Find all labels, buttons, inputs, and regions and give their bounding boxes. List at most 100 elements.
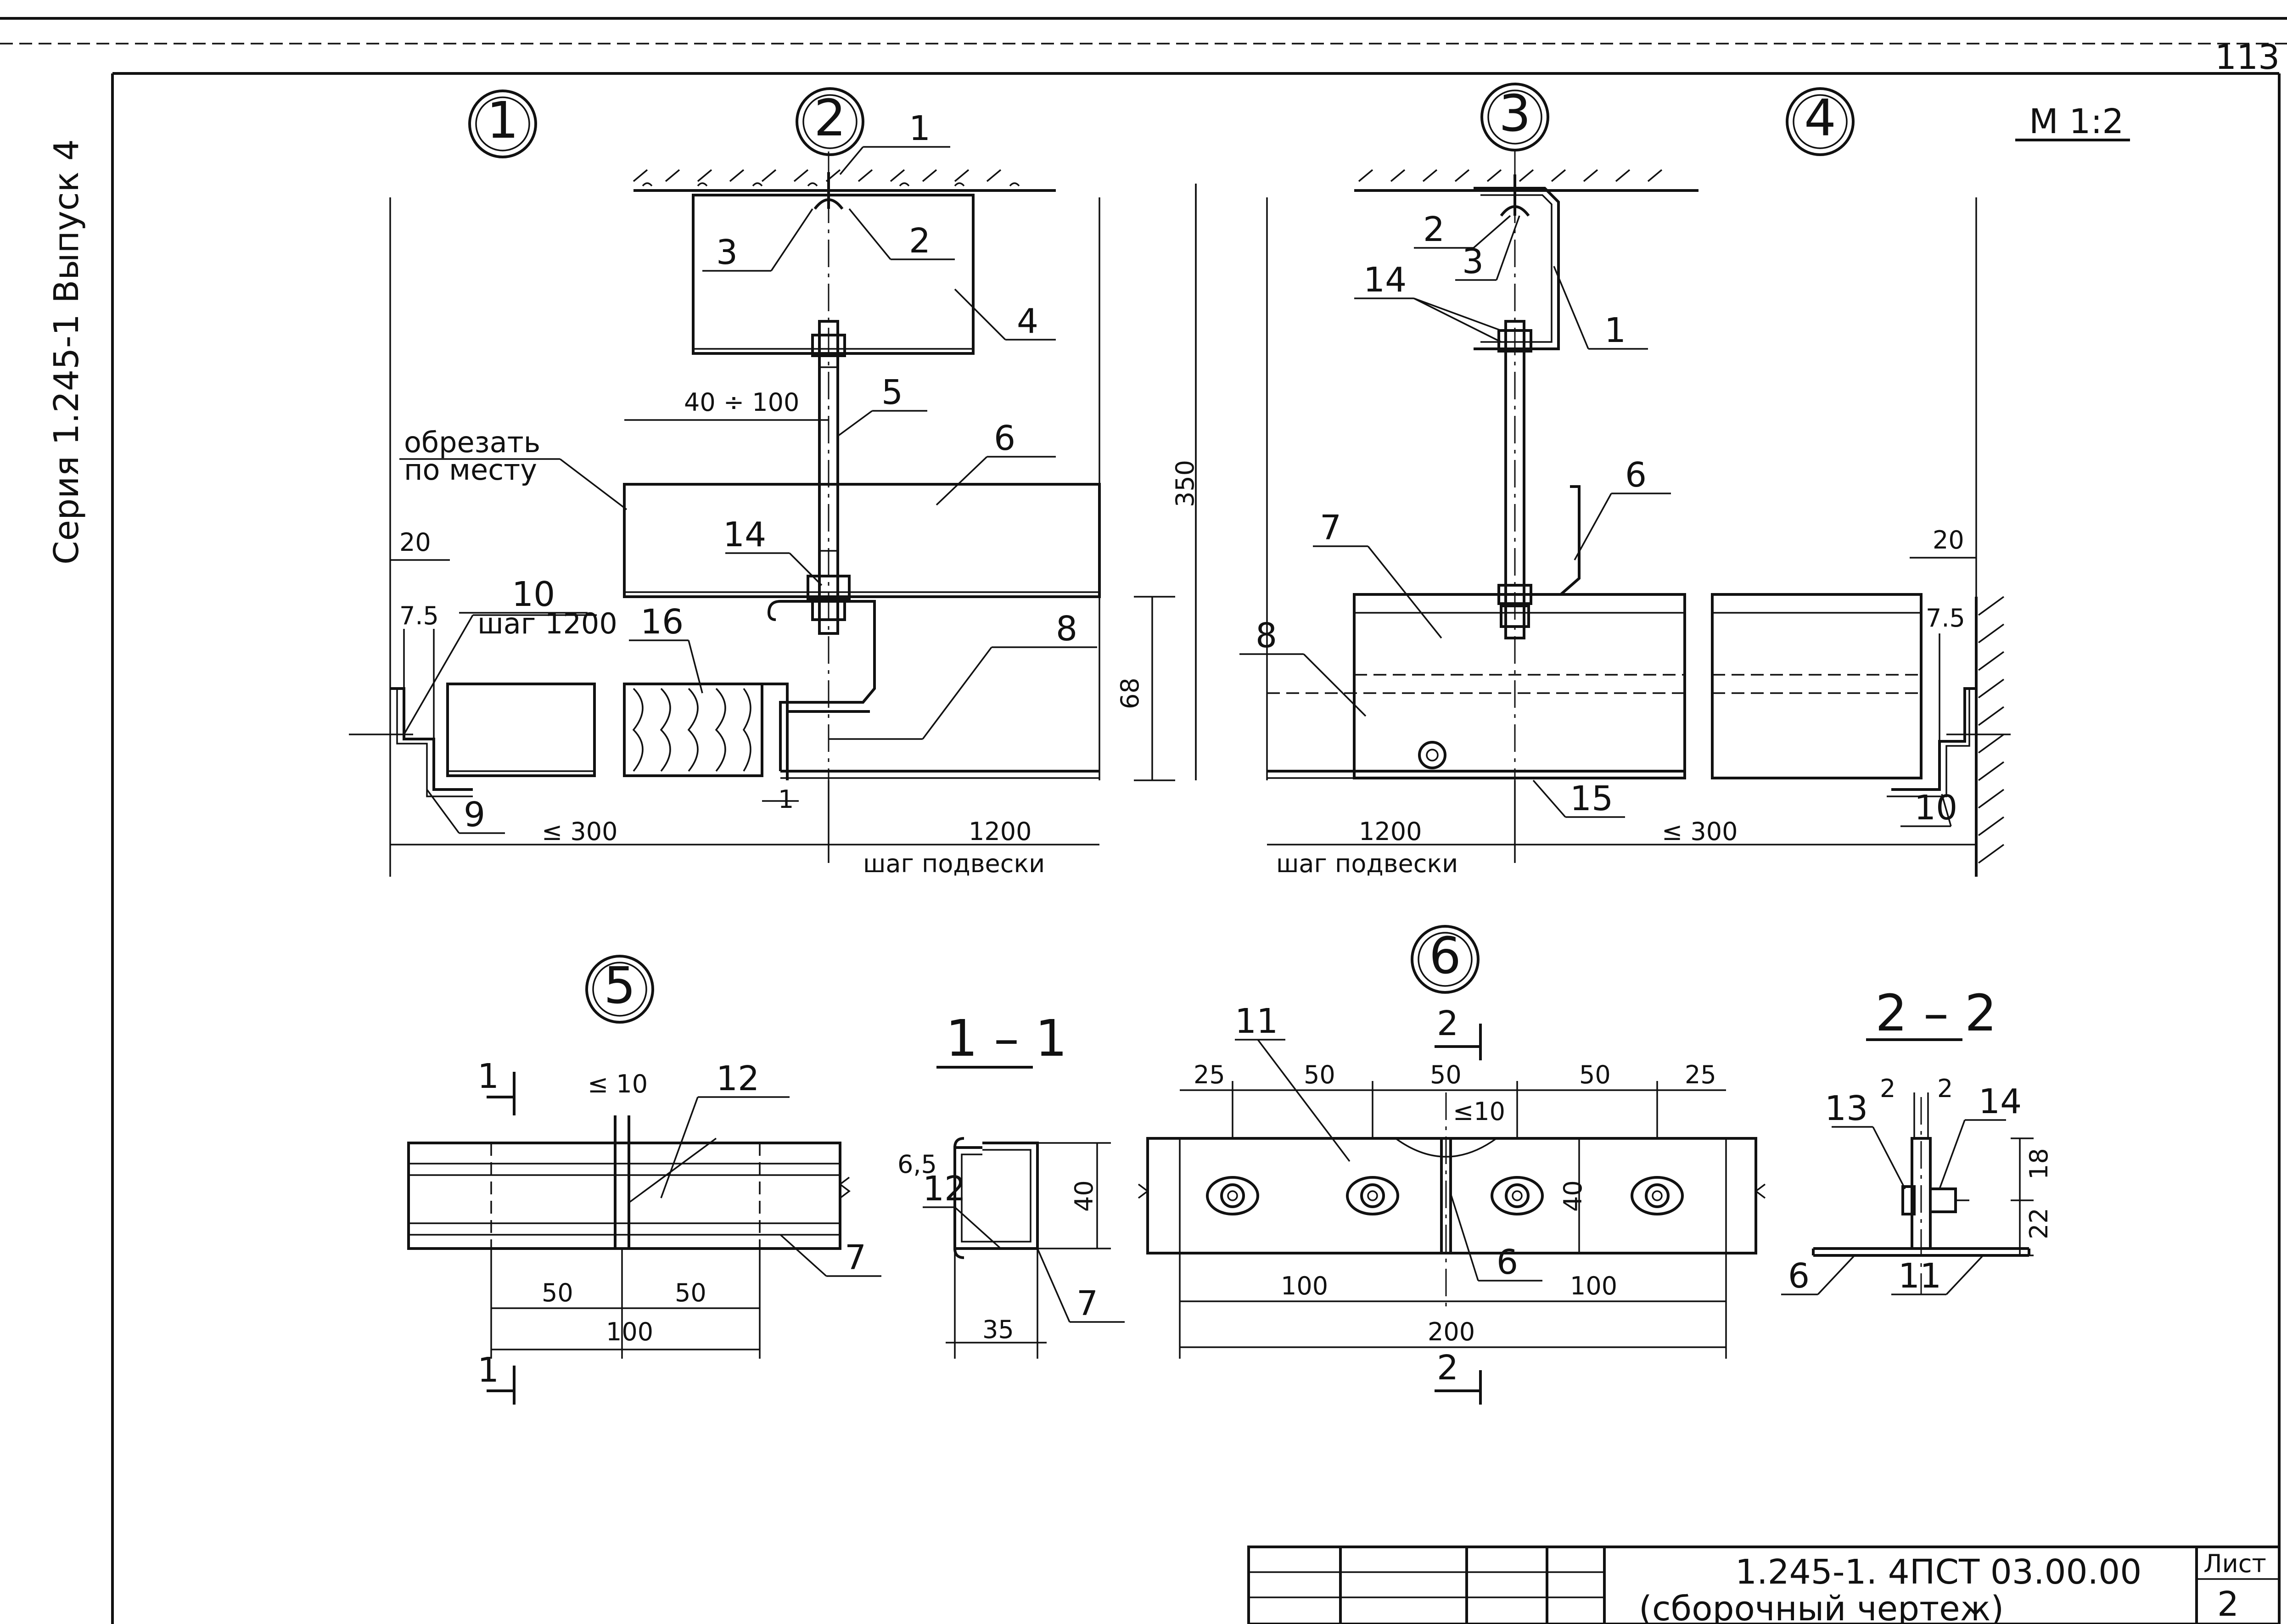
leader-6-left: 6	[936, 419, 1056, 506]
view-marker-4: 4	[1786, 87, 1855, 156]
dim-7-5-right: 7.5	[1926, 604, 1965, 633]
leader-13-s22: 13	[1825, 1089, 1906, 1189]
dim-le-300-right: ≤ 300	[1662, 817, 1738, 846]
dim-40-v6: 40	[1558, 1180, 1587, 1212]
dim-1200-left: 1200	[969, 817, 1031, 846]
dim-68: 68	[1115, 678, 1144, 709]
leader-10-left: 10	[459, 575, 588, 614]
dim-50-a: 50	[542, 1278, 573, 1307]
view-marker-6: 6	[1411, 925, 1480, 994]
leader-number: 8	[1056, 609, 1077, 649]
leader-4-left: 4	[954, 288, 1056, 341]
dim-2-b: 2	[1937, 1074, 1953, 1103]
dim-1200-right: 1200	[1359, 817, 1422, 846]
dim-25-b: 25	[1685, 1060, 1716, 1089]
side-stamp: Серия 1.245-1 Выпуск 4	[47, 139, 86, 565]
leader-3-left: 3	[702, 208, 813, 272]
leader-6-s22: 6	[1781, 1254, 1855, 1296]
section-title-1-1: 1 – 1	[946, 1009, 1067, 1068]
leader-14-right: 14	[1354, 260, 1502, 343]
leader-number: 12	[716, 1059, 759, 1098]
leader-number: 16	[640, 602, 684, 642]
wing-nut-4	[1631, 1176, 1684, 1215]
leader-14-left: 14	[723, 515, 823, 586]
leader-8-right: 8	[1239, 616, 1367, 717]
leader-number: 9	[464, 795, 485, 834]
right-assembly: 1200 ≤ 300 шаг подвески 20 7.5 2 3 14 1 …	[1239, 151, 2011, 878]
dim-2-a: 2	[1880, 1074, 1895, 1103]
leader-3-right: 3	[1455, 215, 1520, 281]
dim-le-10: ≤ 10	[588, 1070, 648, 1098]
dim-50-c: 50	[1304, 1060, 1335, 1089]
leader-number: 13	[1825, 1089, 1868, 1128]
leader-number: 3	[1462, 242, 1484, 281]
leader-14-s22: 14	[1939, 1082, 2022, 1189]
leader-number: 8	[1256, 616, 1277, 655]
leader-number: 1	[909, 109, 930, 148]
leader-2-right: 2	[1414, 210, 1511, 249]
view-marker-3: 3	[1480, 83, 1549, 151]
dim-35: 35	[982, 1315, 1014, 1344]
view-marker-1: 1	[468, 90, 537, 158]
leader-1-right: 1	[1553, 266, 1648, 350]
leader-number: 12	[923, 1169, 966, 1209]
wing-nut-3	[1491, 1176, 1544, 1215]
sheet-label: Лист	[2203, 1549, 2266, 1578]
leader-number: 1	[1604, 311, 1626, 350]
section-2-2: 2 – 2 2 2 18 22 13 14 6	[1781, 984, 2053, 1296]
leader-number: 15	[1570, 779, 1613, 818]
leader-12-s11: 12	[923, 1169, 1002, 1249]
section-1-1: 1 – 1 40 35 6,5 12 7	[897, 1009, 1125, 1359]
view-marker-label: 5	[604, 956, 636, 1015]
dim-22: 22	[2024, 1208, 2053, 1239]
wing-nut-2	[1346, 1176, 1399, 1215]
leader-number: 14	[1363, 260, 1407, 300]
drawing-code: 1.245-1. 4ПСТ 03.00.00	[1735, 1552, 2141, 1592]
leader-15-right: 15	[1532, 779, 1625, 818]
dim-6-5: 6,5	[897, 1150, 937, 1179]
scale-text: М 1:2	[2029, 102, 2124, 141]
leader-11-view6: 11	[1235, 1002, 1351, 1162]
leader-7-right: 7	[1313, 508, 1442, 639]
dim-200: 200	[1428, 1317, 1475, 1346]
dim-100-b: 100	[1570, 1271, 1617, 1300]
dim-18: 18	[2024, 1148, 2053, 1180]
view-marker-label: 2	[814, 89, 846, 147]
leader-9-left: 9	[426, 789, 505, 834]
leader-11-s22: 11	[1891, 1254, 1984, 1296]
view-6: 25 50 50 50 25 ≤10 40 100 100 200 2 2 11…	[1138, 1002, 1766, 1405]
leader-number: 3	[716, 233, 738, 272]
leader-number: 6	[1788, 1256, 1810, 1296]
cut-note-line1: обрезать	[404, 426, 540, 459]
leader-7-view5: 7	[779, 1234, 881, 1277]
dim-50-e: 50	[1579, 1060, 1611, 1089]
cut-marker-1-top: 1	[477, 1057, 499, 1096]
dim-50-b: 50	[675, 1278, 706, 1307]
view-marker-label: 1	[487, 91, 519, 150]
leader-number: 7	[1076, 1284, 1098, 1323]
leader-number: 2	[1423, 210, 1445, 249]
title-block: 1.245-1. 4ПСТ 03.00.00 (сборочный чертеж…	[1247, 1546, 2281, 1624]
leader-12-view5: 12	[660, 1059, 790, 1198]
dim-20: 20	[399, 528, 431, 557]
ceiling-hatch-right	[1354, 169, 1698, 192]
leader-number: 10	[512, 575, 555, 614]
scale-note: М 1:2	[2015, 102, 2130, 141]
left-assembly: 68 350 40 ÷ 100 20 7.5 1 ≤ 300 1200 шаг …	[349, 109, 1200, 878]
leader-10-right: 10	[1900, 788, 1957, 828]
dim-100: 100	[606, 1317, 653, 1346]
dim-100-a: 100	[1281, 1271, 1328, 1300]
leader-5-left: 5	[837, 373, 927, 437]
leader-8-left: 8	[829, 609, 1097, 740]
leader-number: 11	[1898, 1256, 1941, 1296]
leader-number: 14	[723, 515, 766, 554]
dim-50-d: 50	[1430, 1060, 1462, 1089]
dim-le-300-left: ≤ 300	[542, 817, 617, 846]
view-5: 1 1 50 50 100 ≤ 10 12 7	[407, 1057, 881, 1405]
leader-number: 4	[1017, 302, 1038, 341]
leader-2-left: 2	[848, 208, 955, 261]
leader-number: 7	[845, 1238, 866, 1277]
dim-20-right: 20	[1933, 526, 1964, 554]
cut-marker-2-top: 2	[1437, 1004, 1458, 1043]
